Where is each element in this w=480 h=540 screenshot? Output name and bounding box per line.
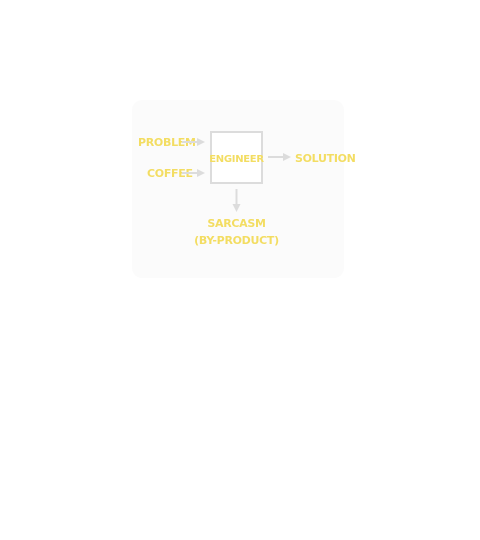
diagram-backdrop: [132, 100, 344, 278]
output-label-solution: SOLUTION: [295, 152, 356, 165]
input-label-problem: PROBLEM: [138, 136, 196, 149]
byproduct-label-sarcasm: SARCASM: [207, 217, 265, 230]
byproduct-label-note: (BY-PRODUCT): [194, 234, 279, 247]
engineer-label: ENGINEER: [209, 154, 264, 165]
engineer-box: [210, 131, 263, 184]
input-label-coffee: COFFEE: [147, 167, 193, 180]
